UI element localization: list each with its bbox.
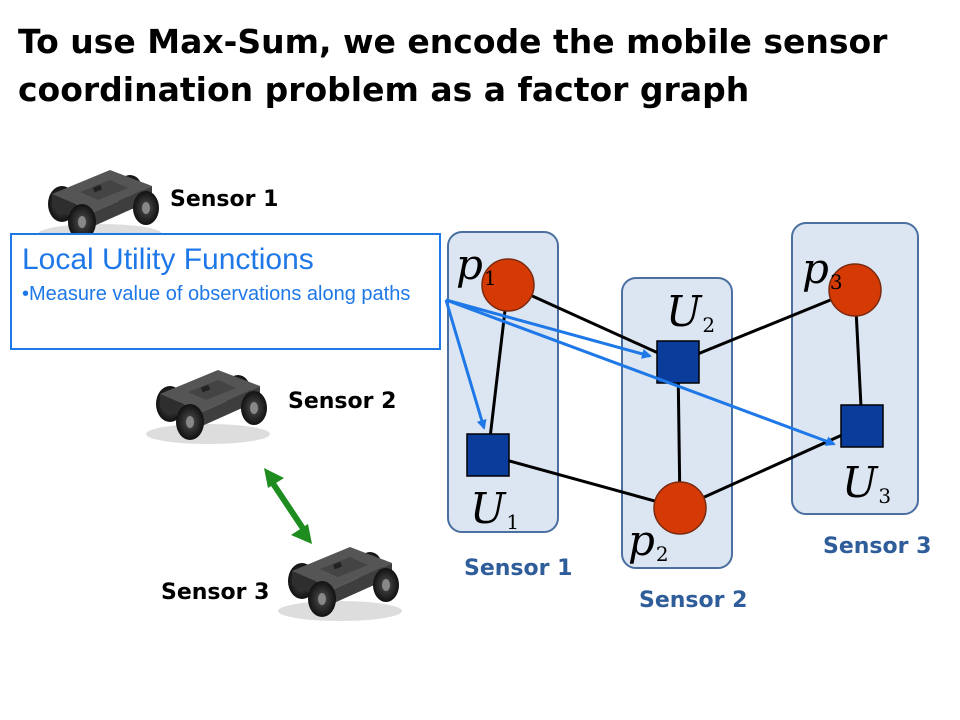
variable-node-p3 bbox=[828, 263, 882, 317]
variable-index: 2 bbox=[655, 542, 669, 566]
group-label-sensor-3: Sensor 3 bbox=[823, 534, 932, 559]
factor-label-u1: U1 bbox=[470, 488, 520, 534]
variable-label-p3: p3 bbox=[802, 248, 843, 294]
factor-label-u2: U2 bbox=[666, 291, 716, 337]
factor-node-u3 bbox=[840, 404, 884, 448]
group-label-sensor-1: Sensor 1 bbox=[464, 556, 573, 581]
robot-1-label: Sensor 1 bbox=[170, 187, 279, 212]
slide-title: To use Max-Sum, we encode the mobile sen… bbox=[18, 22, 888, 109]
arrow-to-u3 bbox=[445, 298, 836, 446]
robot-2 bbox=[146, 370, 270, 444]
variable-symbol: p bbox=[802, 244, 829, 293]
factor-index: 3 bbox=[878, 484, 892, 508]
variable-symbol: p bbox=[456, 240, 483, 289]
edge-p1-u1 bbox=[486, 284, 510, 456]
edge-u1-p2 bbox=[487, 453, 681, 510]
variable-symbol: p bbox=[628, 516, 655, 565]
variable-label-p1: p1 bbox=[456, 244, 497, 290]
robot-rover-icon bbox=[146, 370, 270, 444]
robot-3-label: Sensor 3 bbox=[161, 580, 270, 605]
variable-node-p1 bbox=[481, 258, 535, 312]
factor-label-u3: U3 bbox=[842, 462, 892, 508]
factor-node-u1 bbox=[466, 433, 510, 477]
group-label-sensor-2: Sensor 2 bbox=[639, 588, 748, 613]
variable-node-p2 bbox=[653, 481, 707, 535]
factor-node-u2 bbox=[656, 340, 700, 384]
factor-index: 1 bbox=[506, 510, 520, 534]
arrow-to-u2 bbox=[445, 298, 652, 359]
factor-symbol: U bbox=[842, 458, 878, 507]
variable-index: 3 bbox=[829, 270, 843, 294]
variable-label-p2: p2 bbox=[628, 520, 669, 566]
robot-rover-icon bbox=[278, 547, 402, 621]
robot-3 bbox=[278, 547, 402, 621]
arrow-to-u1 bbox=[444, 299, 487, 430]
callout-arrows bbox=[444, 298, 836, 446]
local-utility-callout: Local Utility Functions •Measure value o… bbox=[10, 233, 441, 350]
factor-index: 2 bbox=[702, 313, 716, 337]
factor-symbol: U bbox=[470, 484, 506, 533]
variable-index: 1 bbox=[483, 266, 497, 290]
callout-bullet: •Measure value of observations along pat… bbox=[22, 283, 411, 305]
double-arrow-icon bbox=[264, 468, 312, 544]
robot-2-label: Sensor 2 bbox=[288, 389, 397, 414]
factor-symbol: U bbox=[666, 287, 702, 336]
edge-p3-u2 bbox=[677, 288, 856, 364]
callout-title: Local Utility Functions bbox=[22, 243, 314, 276]
